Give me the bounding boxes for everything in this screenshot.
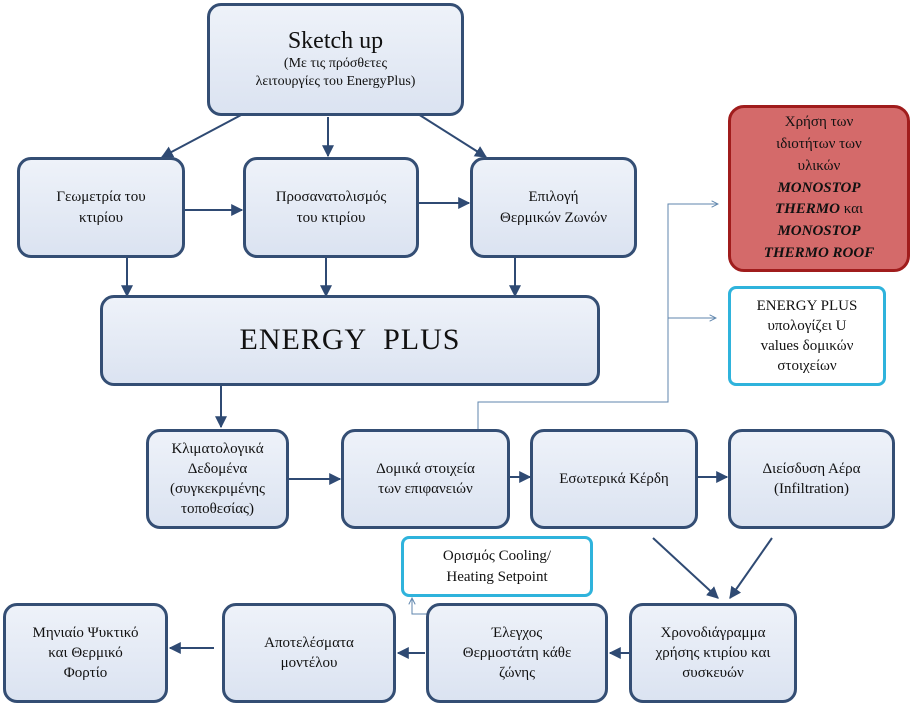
uvalues-box: ENERGY PLUS υπολογίζει U values δομικών … [728,286,886,386]
results-label: Αποτελέσματα μοντέλου [264,634,354,671]
zones-label: Επιλογή Θερμικών Ζωνών [500,189,607,226]
infiltration-label: Διείσδυση Αέρα (Infiltration) [762,460,861,497]
arrow-internal-schedule [652,537,719,599]
monthly-box: Μηνιαίο Ψυκτικό και Θερμικό Φορτίο [3,603,168,703]
materials-product-2: MONOSTOP [777,223,861,240]
materials-line-2: ιδιοτήτων των [776,136,862,153]
arrow-sketchup-zones [417,113,488,158]
setpoint-box: Ορισμός Cooling/ Heating Setpoint [401,536,593,597]
results-box: Αποτελέσματα μοντέλου [222,603,396,703]
geometry-box: Γεωμετρία του κτιρίου [17,157,185,258]
sketchup-box: Sketch up (Με τις πρόσθετες λειτουργίες … [207,3,464,116]
sketchup-title: Sketch up [287,28,384,55]
thermostat-box: Έλεγχος Θερμοστάτη κάθε ζώνης [426,603,608,703]
infiltration-box: Διείσδυση Αέρα (Infiltration) [728,429,895,529]
zones-box: Επιλογή Θερμικών Ζωνών [470,157,637,258]
arrow-infiltration-schedule [729,537,773,599]
monthly-label: Μηνιαίο Ψυκτικό και Θερμικό Φορτίο [32,624,139,682]
materials-product-1b: THERMO [774,201,840,218]
arrow-sketchup-geometry [160,113,244,158]
thermostat-label: Έλεγχος Θερμοστάτη κάθε ζώνης [462,624,572,682]
materials-line-1: Χρήση των [784,114,854,131]
climate-box: Κλιματολογικά Δεδομένα (συγκεκριμένης το… [146,429,289,529]
orientation-label: Προσανατολισμός του κτιρίου [275,189,387,226]
schedule-label: Χρονοδιάγραμμα χρήσης κτιρίου και συσκευ… [655,624,771,682]
schedule-box: Χρονοδιάγραμμα χρήσης κτιρίου και συσκευ… [629,603,797,703]
materials-product-1: MONOSTOP [777,179,861,196]
energyplus-label: ENERGY PLUS [239,323,461,357]
energyplus-box: ENERGY PLUS [100,295,600,386]
materials-product-2b: THERMO ROOF [763,244,875,261]
uvalues-label: ENERGY PLUS υπολογίζει U values δομικών … [756,297,858,375]
connector-structural-materials [477,204,718,430]
materials-and: και [843,201,864,218]
structural-label: Δομικά στοιχεία των επιφανειών [376,460,475,497]
materials-box: Χρήση των ιδιοτήτων των υλικών MONOSTOP … [728,105,910,272]
structural-box: Δομικά στοιχεία των επιφανειών [341,429,510,529]
internal-label: Εσωτερικά Κέρδη [559,470,669,487]
setpoint-label: Ορισμός Cooling/ Heating Setpoint [442,548,552,585]
internal-box: Εσωτερικά Κέρδη [530,429,698,529]
materials-line-3: υλικών [797,157,841,174]
sketchup-subtitle: (Με τις πρόσθετες λειτουργίες του Energy… [255,55,416,89]
orientation-box: Προσανατολισμός του κτιρίου [243,157,419,258]
climate-label: Κλιματολογικά Δεδομένα (συγκεκριμένης το… [170,440,265,518]
geometry-label: Γεωμετρία του κτιρίου [56,189,146,226]
